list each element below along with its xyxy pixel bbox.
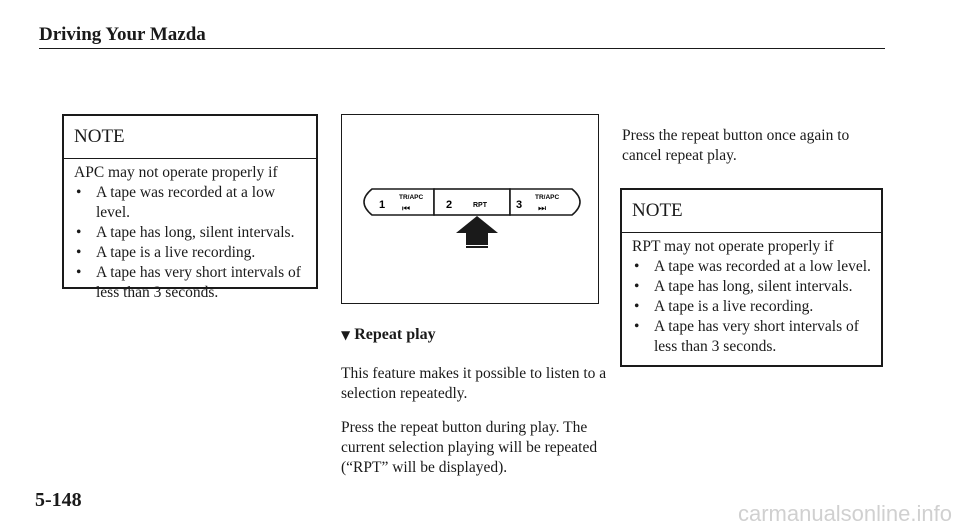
note-item: A tape is a live recording. — [632, 297, 875, 317]
triangle-marker-icon: ▼ — [341, 328, 351, 342]
note-item: A tape has very short intervals of less … — [632, 317, 875, 357]
page-header-title: Driving Your Mazda — [39, 24, 206, 45]
previous-track-icon: ⏮ — [402, 204, 410, 214]
note-intro: APC may not operate properly if — [74, 164, 278, 181]
button-3-number: 3 — [516, 199, 522, 211]
watermark: carmanualsonline.info — [737, 501, 952, 526]
note-item: A tape was recorded at a low level. — [74, 183, 310, 223]
next-track-icon: ⏭ — [538, 204, 546, 214]
note-title: NOTE — [622, 190, 881, 233]
feature-paragraph: This feature makes it possible to listen… — [341, 365, 607, 402]
button-2-number: 2 — [446, 199, 452, 211]
button-2-outline — [433, 188, 511, 216]
button-panel-figure: 1 TR/APC ⏮ 2 RPT 3 TR/APC ⏭ — [341, 114, 599, 304]
note-body: RPT may not operate properly if A tape w… — [622, 233, 881, 357]
note-item: A tape has long, silent intervals. — [74, 223, 310, 243]
page-number: 5-148 — [35, 489, 82, 511]
press-paragraph: Press the repeat button during play. The… — [341, 419, 598, 476]
button-1-outline — [363, 188, 435, 216]
button-1-label: TR/APC — [399, 194, 424, 201]
note-item: A tape has long, silent intervals. — [632, 277, 875, 297]
note-list: A tape was recorded at a low level. A ta… — [632, 257, 875, 357]
note-list: A tape was recorded at a low level. A ta… — [74, 183, 310, 303]
press-arrow-icon — [456, 216, 498, 248]
button-3-label: TR/APC — [535, 194, 560, 201]
header-rule — [39, 48, 885, 49]
section-heading: ▼ Repeat play — [341, 326, 436, 344]
note-intro: RPT may not operate properly if — [632, 238, 834, 255]
note-body: APC may not operate properly if A tape w… — [64, 159, 316, 303]
note-item: A tape was recorded at a low level. — [632, 257, 875, 277]
note-box-rpt: NOTE RPT may not operate properly if A t… — [620, 188, 883, 367]
button-1-number: 1 — [379, 199, 385, 211]
cancel-paragraph: Press the repeat button once again to ca… — [622, 127, 850, 164]
note-item: A tape has very short intervals of less … — [74, 263, 310, 303]
note-box-apc: NOTE APC may not operate properly if A t… — [62, 114, 318, 301]
button-panel-illustration: 1 TR/APC ⏮ 2 RPT 3 TR/APC ⏭ — [363, 188, 581, 248]
button-3-outline — [509, 188, 581, 216]
section-heading-text: Repeat play — [354, 326, 436, 343]
note-item: A tape is a live recording. — [74, 243, 310, 263]
button-2-label: RPT — [473, 202, 488, 209]
note-title: NOTE — [64, 116, 316, 159]
